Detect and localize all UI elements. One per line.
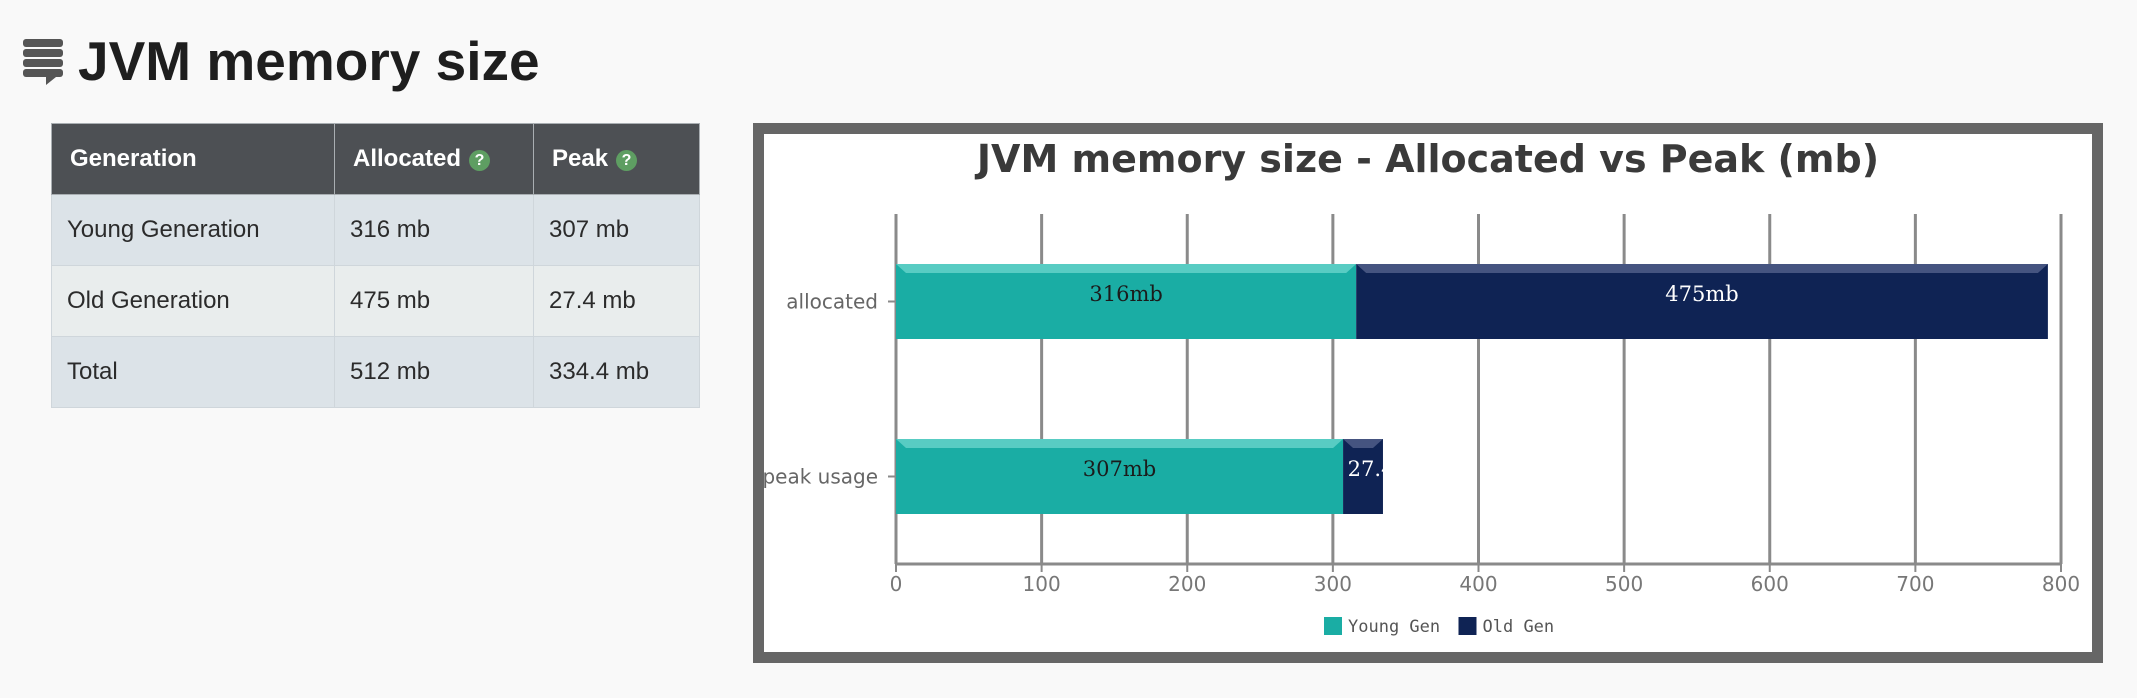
table-header-row: Generation Allocated? Peak?: [51, 123, 700, 195]
bar-old-gen: [1356, 264, 2048, 339]
allocated-cell: 475 mb: [334, 265, 534, 337]
x-tick-label: 100: [1023, 572, 1061, 596]
table-row: Total 512 mb 334.4 mb: [51, 336, 700, 408]
column-header-generation: Generation: [51, 123, 335, 195]
data-label: 316mb: [1089, 282, 1162, 306]
data-label: 475mb: [1665, 282, 1738, 306]
bar-old-gen: [1343, 439, 1383, 514]
x-tick-label: 400: [1459, 572, 1497, 596]
page-title: JVM memory size: [78, 30, 540, 92]
bar-bevel: [1356, 264, 2048, 273]
table-row: Old Generation 475 mb 27.4 mb: [51, 265, 700, 337]
generation-cell: Young Generation: [51, 194, 335, 266]
data-label: 307mb: [1083, 457, 1156, 481]
bar-young-gen: [896, 439, 1344, 514]
page-header: JVM memory size: [22, 26, 540, 96]
peak-cell: 27.4 mb: [533, 265, 700, 337]
legend-swatch: [1458, 617, 1477, 635]
data-label: 27.4: [1348, 457, 1395, 481]
notes-stack-icon: [23, 39, 63, 85]
peak-cell: 307 mb: [533, 194, 700, 266]
x-tick-label: 200: [1168, 572, 1206, 596]
stacked-bar-chart: JVM memory size - Allocated vs Peak (mb)…: [764, 134, 2092, 652]
peak-cell: 334.4 mb: [533, 336, 700, 408]
x-tick-label: 800: [2042, 572, 2080, 596]
bar-young-gen: [896, 264, 1357, 339]
column-label: Peak: [552, 145, 609, 172]
y-category-label: peak usage: [764, 465, 878, 489]
legend-swatch: [1324, 617, 1342, 635]
x-tick-label: 0: [890, 572, 903, 596]
help-icon[interactable]: ?: [469, 150, 491, 171]
x-tick-label: 600: [1751, 572, 1789, 596]
allocated-cell: 512 mb: [334, 336, 534, 408]
column-label: Generation: [70, 145, 197, 172]
bar-bevel: [896, 264, 1357, 273]
chart-panel: JVM memory size - Allocated vs Peak (mb)…: [753, 123, 2103, 663]
column-header-allocated: Allocated?: [334, 123, 534, 195]
legend-label: Young Gen: [1348, 617, 1440, 637]
column-label: Allocated: [353, 145, 462, 172]
column-header-peak: Peak?: [533, 123, 700, 195]
bar-bevel: [896, 439, 1344, 448]
generation-cell: Old Generation: [51, 265, 335, 337]
generation-cell: Total: [51, 336, 335, 408]
x-tick-label: 700: [1896, 572, 1934, 596]
table-row: Young Generation 316 mb 307 mb: [51, 194, 700, 266]
memory-table: Generation Allocated? Peak? Young Genera…: [51, 123, 700, 408]
x-tick-label: 300: [1314, 572, 1352, 596]
bar-bevel: [1343, 439, 1383, 448]
allocated-cell: 316 mb: [334, 194, 534, 266]
y-category-label: allocated: [786, 290, 878, 314]
chart-title: JVM memory size - Allocated vs Peak (mb): [974, 137, 1879, 181]
legend-label: Old Gen: [1483, 617, 1555, 637]
x-tick-label: 500: [1605, 572, 1643, 596]
help-icon[interactable]: ?: [616, 150, 638, 171]
